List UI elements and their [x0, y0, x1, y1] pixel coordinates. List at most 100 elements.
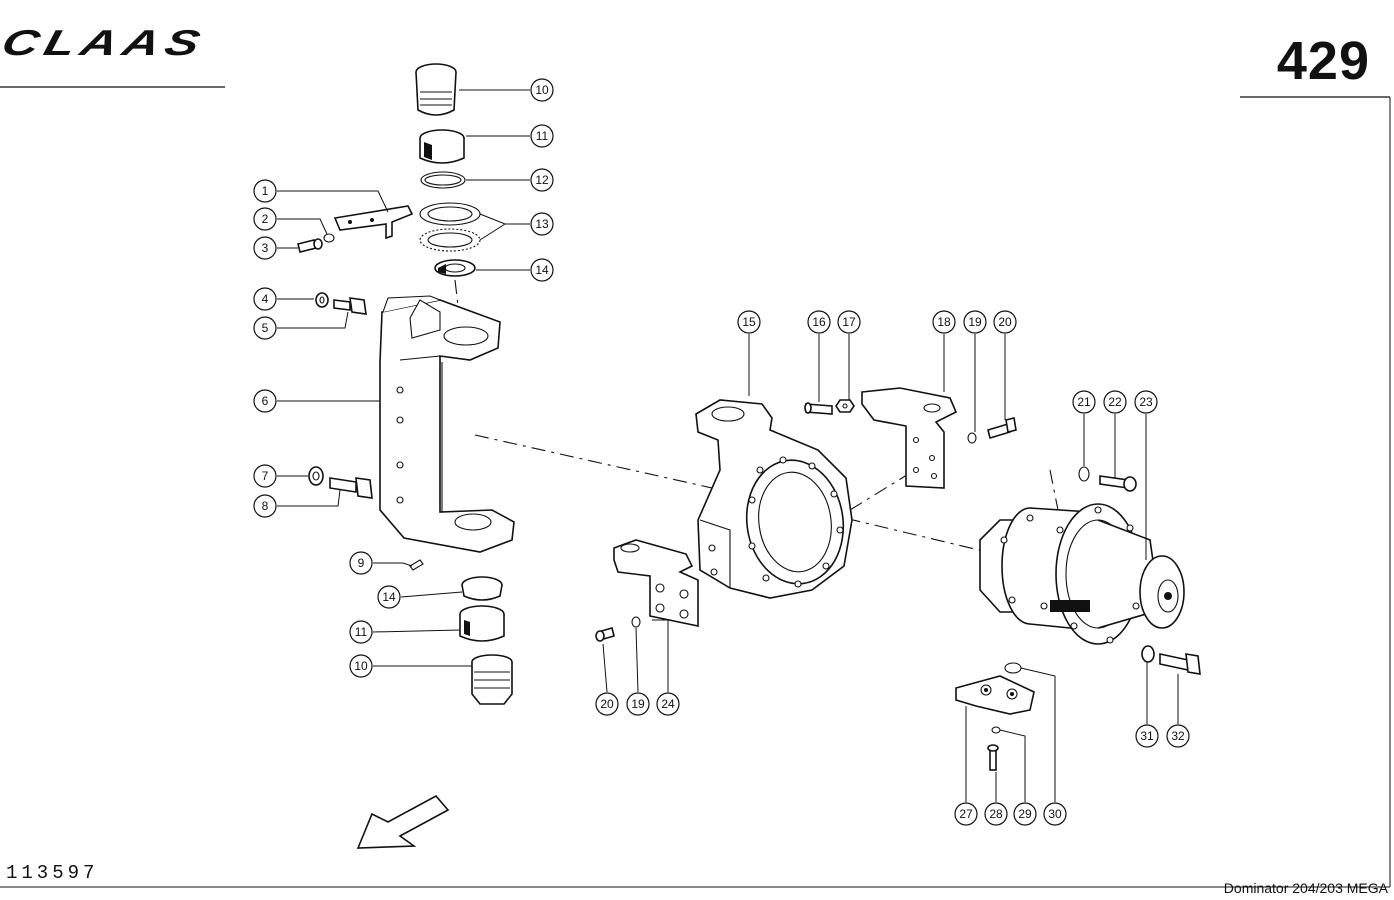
- part-2-washer: [323, 233, 335, 243]
- callout-c14a: 14: [530, 258, 554, 282]
- callout-c27: 27: [954, 802, 978, 826]
- callout-c13: 13: [530, 212, 554, 236]
- callout-c6: 6: [253, 389, 277, 413]
- part-11-top-bushing: [419, 129, 465, 164]
- callout-circle: [954, 802, 978, 826]
- part-11-lower-bushing: [459, 605, 505, 642]
- part-27-clamp-block: [955, 675, 1035, 715]
- callout-c18: 18: [932, 310, 956, 334]
- callout-number: 28: [989, 807, 1003, 821]
- callout-c19a: 19: [963, 310, 987, 334]
- callout-c30: 30: [1043, 802, 1067, 826]
- callout-c9: 9: [349, 551, 373, 575]
- callout-number: 5: [262, 321, 269, 335]
- callout-number: 3: [262, 241, 269, 255]
- callout-number: 29: [1018, 807, 1032, 821]
- callout-circle: [807, 310, 831, 334]
- callout-number: 21: [1077, 395, 1091, 409]
- callout-circle: [253, 494, 277, 518]
- callout-c12: 12: [530, 168, 554, 192]
- callout-number: 19: [968, 315, 982, 329]
- page-number: 429: [1276, 31, 1370, 91]
- callout-circle: [253, 207, 277, 231]
- callout-c2: 2: [253, 207, 277, 231]
- callout-circle: [984, 802, 1008, 826]
- callout-c8: 8: [253, 494, 277, 518]
- callout-c20a: 20: [993, 310, 1017, 334]
- part-20-bolt-upper: [987, 417, 1017, 440]
- part-30-o-ring: [1004, 662, 1022, 674]
- part-19-washer-lower: [631, 616, 641, 628]
- part-23-hub: [979, 503, 1185, 645]
- callout-number: 7: [262, 469, 269, 483]
- callout-number: 4: [262, 292, 269, 306]
- callout-circle: [932, 310, 956, 334]
- part-1-bracket: [333, 205, 414, 240]
- callout-circle: [737, 310, 761, 334]
- callout-number: 24: [661, 697, 675, 711]
- callout-c10a: 10: [530, 78, 554, 102]
- callout-circle: [1013, 802, 1037, 826]
- callout-circle: [1166, 724, 1190, 748]
- callout-circle: [626, 692, 650, 716]
- callout-circle: [1072, 390, 1096, 414]
- callout-c29: 29: [1013, 802, 1037, 826]
- part-20-bolt-lower: [595, 627, 615, 642]
- callout-c31: 31: [1135, 724, 1159, 748]
- callout-circle: [1043, 802, 1067, 826]
- callout-number: 17: [842, 315, 856, 329]
- callout-circle: [377, 585, 401, 609]
- callout-c5: 5: [253, 316, 277, 340]
- callout-number: 13: [535, 217, 549, 231]
- part-14-lower-bearing: [461, 576, 503, 601]
- part-19-washer-upper: [967, 432, 977, 444]
- callout-number: 1: [262, 184, 269, 198]
- callout-c7: 7: [253, 464, 277, 488]
- part-5-bolt: [333, 297, 367, 315]
- part-10-lower-bolt: [471, 654, 513, 705]
- callout-number: 22: [1108, 395, 1122, 409]
- callout-circle: [1103, 390, 1127, 414]
- part-13-shims: [419, 202, 481, 252]
- callout-circle: [253, 179, 277, 203]
- callout-circle: [530, 258, 554, 282]
- callout-circle: [963, 310, 987, 334]
- callout-number: 19: [631, 697, 645, 711]
- callout-number: 12: [535, 173, 549, 187]
- callout-number: 32: [1171, 729, 1185, 743]
- callout-number: 9: [358, 556, 365, 570]
- callout-number: 2: [262, 212, 269, 226]
- callout-number: 23: [1139, 395, 1153, 409]
- part-21-washer: [1078, 466, 1090, 482]
- callout-circle: [993, 310, 1017, 334]
- part-16-bolt: [804, 402, 833, 415]
- part-7-washer: [308, 466, 324, 486]
- part-9-pin: [409, 559, 424, 571]
- callout-number: 14: [382, 590, 396, 604]
- part-8-bolt: [329, 477, 373, 499]
- part-10-top-bolt: [415, 63, 457, 116]
- callout-circle: [530, 78, 554, 102]
- callout-number: 20: [998, 315, 1012, 329]
- part-18-upper-bracket: [861, 387, 958, 489]
- part-12-snap-ring: [420, 171, 466, 189]
- part-17-nut: [835, 399, 855, 413]
- callout-c1: 1: [253, 179, 277, 203]
- callout-circle: [530, 168, 554, 192]
- callout-circle: [595, 692, 619, 716]
- part-32-bolt: [1159, 653, 1201, 675]
- machine-model: Dominator 204/203 MEGA: [1223, 880, 1388, 896]
- callout-number: 14: [535, 263, 549, 277]
- part-15-knuckle-housing: [695, 399, 853, 599]
- callout-circle: [530, 124, 554, 148]
- callout-number: 30: [1048, 807, 1062, 821]
- callout-circle: [349, 551, 373, 575]
- callout-c4: 4: [253, 287, 277, 311]
- part-28-screw: [987, 744, 999, 771]
- callout-number: 31: [1140, 729, 1154, 743]
- callout-c11b: 11: [349, 620, 373, 644]
- callout-c21: 21: [1072, 390, 1096, 414]
- part-4-washer: [315, 292, 329, 308]
